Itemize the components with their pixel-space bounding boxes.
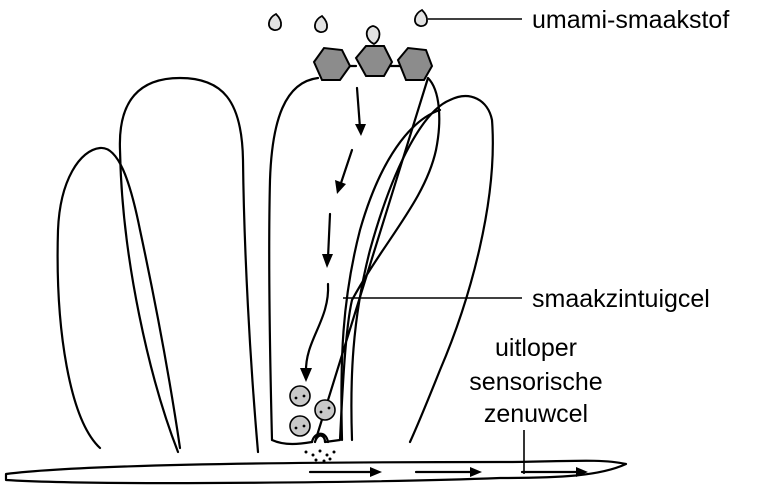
- neurotransmitter-dots: [304, 449, 336, 463]
- taste-receptor-cell-base: [270, 438, 314, 446]
- taste-receptor-cell: [268, 76, 441, 444]
- label-umami: umami-smaakstof: [532, 6, 729, 34]
- signal-arrow-2: [335, 148, 354, 194]
- signal-arrow-4: [300, 282, 330, 382]
- vesicle-1: [289, 385, 311, 407]
- impulse-arrow-3: [520, 467, 588, 477]
- impulse-arrow-1: [308, 467, 382, 477]
- label-nerve-line3: zenuwcel: [484, 400, 588, 428]
- supporting-cell-right: [350, 94, 494, 444]
- nerve-fiber: [4, 459, 628, 485]
- vesicle-2: [314, 399, 336, 421]
- vesicle-3: [289, 415, 311, 437]
- umami-molecule-3: [414, 8, 428, 27]
- impulse-arrow-2: [414, 467, 482, 477]
- signal-arrow-3: [322, 212, 333, 268]
- supporting-cell-left-inner: [118, 76, 260, 454]
- umami-molecule-1: [268, 12, 282, 31]
- receptor-left: [312, 46, 352, 81]
- label-nerve-line1: uitloper: [495, 334, 577, 362]
- taste-cell-release-pore: [310, 432, 330, 444]
- receptor-right: [396, 46, 434, 81]
- supporting-cell-right-inner-wall: [340, 108, 442, 442]
- label-nerve-line2: sensorische: [469, 368, 602, 396]
- label-taste-cell: smaakzintuigcel: [532, 285, 710, 313]
- receptor-middle: [354, 45, 394, 77]
- umami-molecule-bound: [365, 25, 381, 46]
- signal-arrow-1: [355, 86, 366, 136]
- umami-molecule-2: [314, 14, 328, 33]
- supporting-cell-left-outer: [56, 146, 182, 450]
